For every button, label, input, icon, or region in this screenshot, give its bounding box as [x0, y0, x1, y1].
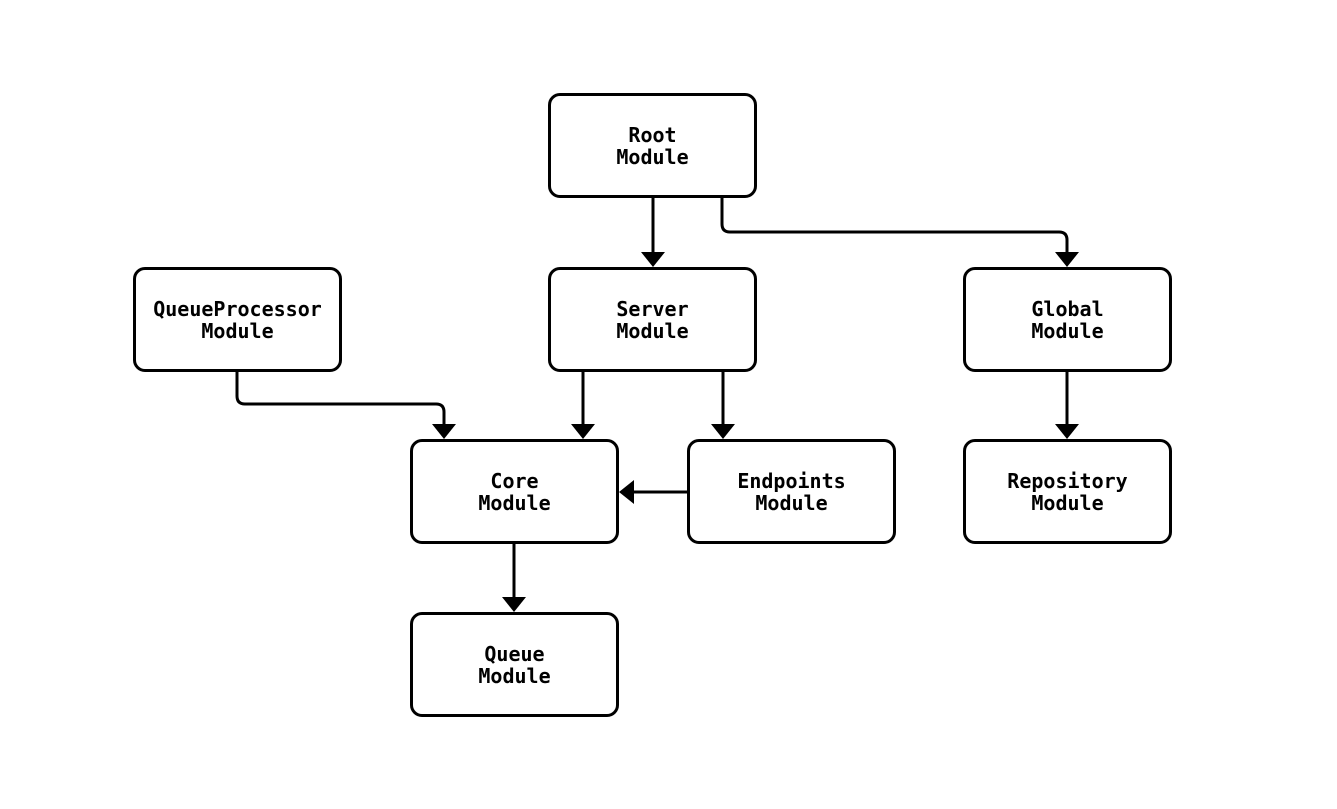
arrowhead-root-to-global	[1055, 252, 1079, 267]
node-server-module-label: Server Module	[616, 296, 689, 343]
arrowhead-server-to-endpoints	[711, 424, 735, 439]
node-root-module: Root Module	[548, 93, 757, 198]
arrowhead-endpoints-to-core	[619, 480, 634, 504]
arrowhead-server-to-core	[571, 424, 595, 439]
arrowhead-core-to-queue	[502, 597, 526, 612]
node-queueprocessor-module-label: QueueProcessor Module	[153, 296, 322, 343]
node-global-module-label: Global Module	[1031, 296, 1104, 343]
node-repository-module-label: Repository Module	[1007, 468, 1128, 515]
node-queueprocessor-module: QueueProcessor Module	[133, 267, 342, 372]
node-global-module: Global Module	[963, 267, 1172, 372]
node-core-module-label: Core Module	[478, 468, 551, 515]
arrowhead-root-to-server	[641, 252, 665, 267]
node-endpoints-module: Endpoints Module	[687, 439, 896, 544]
node-endpoints-module-label: Endpoints Module	[737, 468, 846, 515]
node-server-module: Server Module	[548, 267, 757, 372]
arrowhead-global-to-repository	[1055, 424, 1079, 439]
node-queue-module: Queue Module	[410, 612, 619, 717]
edge-root-to-global	[720, 198, 1069, 253]
node-queue-module-label: Queue Module	[478, 641, 551, 688]
node-core-module: Core Module	[410, 439, 619, 544]
node-root-module-label: Root Module	[616, 122, 689, 169]
arrowhead-queueprocessor-to-core	[432, 424, 456, 439]
node-repository-module: Repository Module	[963, 439, 1172, 544]
edge-queueprocessor-to-core	[235, 372, 446, 425]
